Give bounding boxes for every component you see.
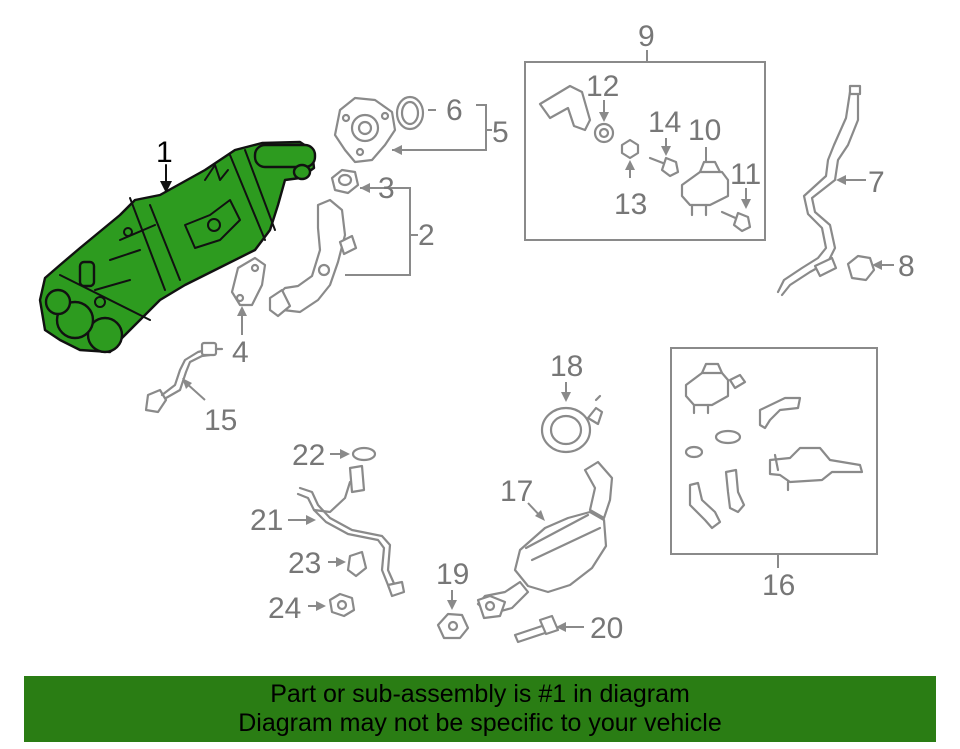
callout-18: 18 bbox=[550, 350, 583, 383]
callout-12: 12 bbox=[586, 70, 619, 103]
callout-2: 2 bbox=[418, 219, 435, 252]
callout-19: 19 bbox=[436, 558, 469, 591]
part-20-bolt[interactable] bbox=[513, 614, 560, 644]
callout-3: 3 bbox=[378, 172, 395, 205]
callout-15: 15 bbox=[204, 404, 237, 437]
callout-10: 10 bbox=[688, 114, 721, 147]
callout-8: 8 bbox=[898, 250, 915, 283]
callout-17: 17 bbox=[500, 475, 533, 508]
callout-7: 7 bbox=[868, 166, 885, 199]
part-4-gasket[interactable] bbox=[230, 256, 267, 307]
part-15-temperature-sensor[interactable] bbox=[144, 341, 224, 414]
callout-23: 23 bbox=[288, 547, 321, 580]
callout-11: 11 bbox=[730, 158, 761, 191]
kit-box-9 bbox=[524, 61, 766, 241]
callout-21: 21 bbox=[250, 504, 283, 537]
callout-4: 4 bbox=[232, 336, 249, 369]
banner-line-2: Diagram may not be specific to your vehi… bbox=[238, 709, 722, 737]
callout-22: 22 bbox=[292, 439, 325, 472]
callout-13: 13 bbox=[614, 188, 647, 221]
part-10-pressure-sensor[interactable] bbox=[680, 160, 730, 217]
part-22-clamp[interactable] bbox=[351, 446, 377, 462]
callout-5: 5 bbox=[492, 116, 509, 149]
part-8-nut[interactable] bbox=[846, 254, 876, 282]
callout-6: 6 bbox=[446, 94, 463, 127]
part-23-clip[interactable] bbox=[346, 550, 368, 578]
part-19-gasket[interactable] bbox=[436, 612, 470, 640]
callout-24: 24 bbox=[268, 592, 301, 625]
part-21-tube[interactable] bbox=[296, 464, 406, 598]
callout-1: 1 bbox=[156, 136, 173, 169]
notice-banner: Part or sub-assembly is #1 in diagram Di… bbox=[24, 676, 936, 742]
banner-line-1: Part or sub-assembly is #1 in diagram bbox=[270, 680, 690, 708]
part-17-catalytic-converter[interactable] bbox=[476, 460, 614, 620]
callout-9: 9 bbox=[638, 20, 655, 53]
part-24-nut[interactable] bbox=[328, 592, 356, 618]
part-2-water-pipe[interactable] bbox=[268, 198, 358, 318]
kit-box-16 bbox=[670, 347, 878, 555]
part-9-bracket[interactable] bbox=[538, 84, 592, 132]
part-14-bolt[interactable] bbox=[648, 156, 680, 178]
callout-16: 16 bbox=[762, 569, 795, 602]
part-3-seal[interactable] bbox=[330, 168, 360, 195]
part-11-bolt[interactable] bbox=[720, 210, 752, 233]
callout-20: 20 bbox=[590, 612, 623, 645]
part-16-egr-kit-contents[interactable] bbox=[684, 362, 864, 530]
part-5-thermostat-housing[interactable] bbox=[333, 96, 397, 164]
part-18-clamp[interactable] bbox=[540, 394, 604, 454]
parts-diagram: 1 2 3 4 5 6 7 8 9 10 11 12 13 14 15 16 1… bbox=[38, 20, 915, 645]
part-7-tube[interactable] bbox=[776, 84, 862, 297]
part-6-gasket[interactable] bbox=[395, 95, 425, 131]
part-13-nut[interactable] bbox=[620, 138, 640, 160]
part-1-egr-cooler[interactable] bbox=[38, 140, 317, 354]
callout-14: 14 bbox=[648, 106, 681, 139]
part-12-grommet[interactable] bbox=[593, 122, 615, 144]
